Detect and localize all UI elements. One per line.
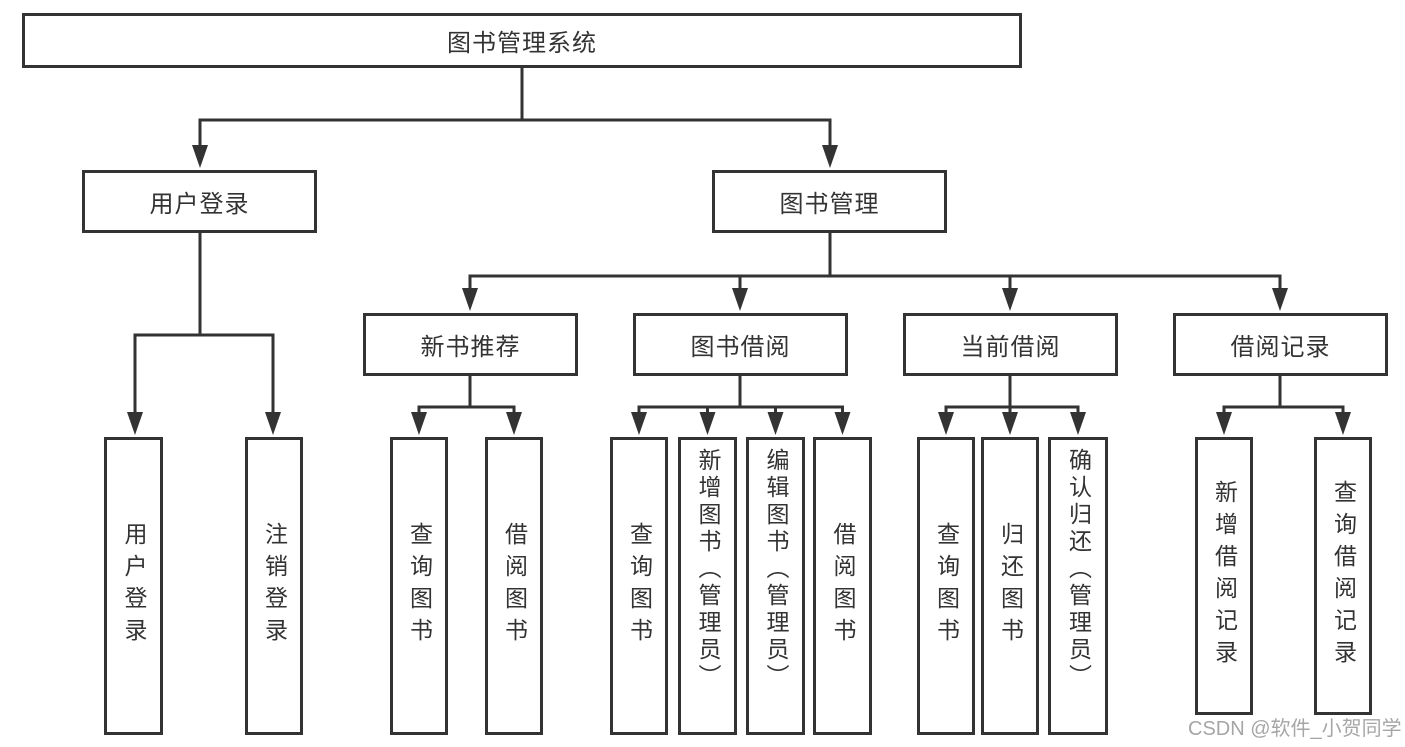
leaf-edit-book-admin-label: 编辑图书（管理员） — [763, 448, 789, 691]
node-book-mgmt: 图书管理 — [712, 170, 947, 233]
leaf-return-book-label: 归还图书 — [997, 522, 1024, 650]
node-book-borrow: 图书借阅 — [633, 313, 848, 376]
connector-book-borrow-branch — [631, 376, 851, 435]
leaf-query-book-3: 查询图书 — [917, 437, 975, 735]
leaf-query-book-3-label: 查询图书 — [933, 522, 960, 650]
node-root-system: 图书管理系统 — [22, 13, 1022, 68]
leaf-add-book-admin-label: 新增图书（管理员） — [695, 448, 721, 691]
leaf-add-book-admin: 新增图书（管理员） — [678, 437, 737, 735]
connector-borrow-record-branch — [1216, 376, 1351, 435]
connector-root-to-level2 — [192, 68, 838, 168]
leaf-borrow-book-1-label: 借阅图书 — [501, 522, 528, 650]
connector-user-login-branch — [127, 233, 281, 435]
leaf-confirm-return-admin: 确认归还（管理员） — [1048, 437, 1108, 735]
leaf-logout: 注销登录 — [245, 437, 303, 735]
leaf-edit-book-admin: 编辑图书（管理员） — [746, 437, 805, 735]
leaf-query-book-1-label: 查询图书 — [406, 522, 433, 650]
leaf-query-book-1: 查询图书 — [390, 437, 448, 735]
leaf-user-login: 用户登录 — [104, 437, 163, 735]
node-user-login: 用户登录 — [82, 170, 317, 233]
node-borrow-record: 借阅记录 — [1173, 313, 1388, 376]
node-user-login-label: 用户登录 — [149, 191, 250, 218]
leaf-borrow-book-2: 借阅图书 — [813, 437, 872, 735]
node-new-book-recommend: 新书推荐 — [363, 313, 578, 376]
leaf-query-borrow-record: 查询借阅记录 — [1314, 437, 1372, 715]
node-root-label: 图书管理系统 — [447, 30, 597, 57]
node-current-borrow: 当前借阅 — [903, 313, 1118, 376]
leaf-confirm-return-admin-label: 确认归还（管理员） — [1065, 448, 1092, 691]
leaf-add-borrow-record-label: 新增借阅记录 — [1211, 480, 1238, 672]
node-book-mgmt-label: 图书管理 — [779, 191, 880, 218]
leaf-borrow-book-1: 借阅图书 — [485, 437, 543, 735]
connector-current-borrow-branch — [938, 376, 1086, 435]
leaf-query-book-2: 查询图书 — [610, 437, 668, 735]
leaf-add-borrow-record: 新增借阅记录 — [1195, 437, 1253, 715]
node-borrow-record-label: 借阅记录 — [1230, 334, 1331, 361]
node-current-borrow-label: 当前借阅 — [960, 334, 1061, 361]
node-new-book-recommend-label: 新书推荐 — [420, 334, 521, 361]
leaf-return-book: 归还图书 — [981, 437, 1039, 735]
node-book-borrow-label: 图书借阅 — [690, 334, 791, 361]
connector-new-book-branch — [411, 376, 522, 435]
csdn-watermark: CSDN @软件_小贺同学 — [1188, 718, 1402, 740]
leaf-borrow-book-2-label: 借阅图书 — [830, 522, 856, 650]
connector-book-mgmt-branch — [462, 233, 1288, 311]
leaf-user-login-label: 用户登录 — [121, 522, 147, 650]
leaf-logout-label: 注销登录 — [261, 522, 288, 650]
leaf-query-borrow-record-label: 查询借阅记录 — [1330, 480, 1357, 672]
leaf-query-book-2-label: 查询图书 — [626, 522, 653, 650]
